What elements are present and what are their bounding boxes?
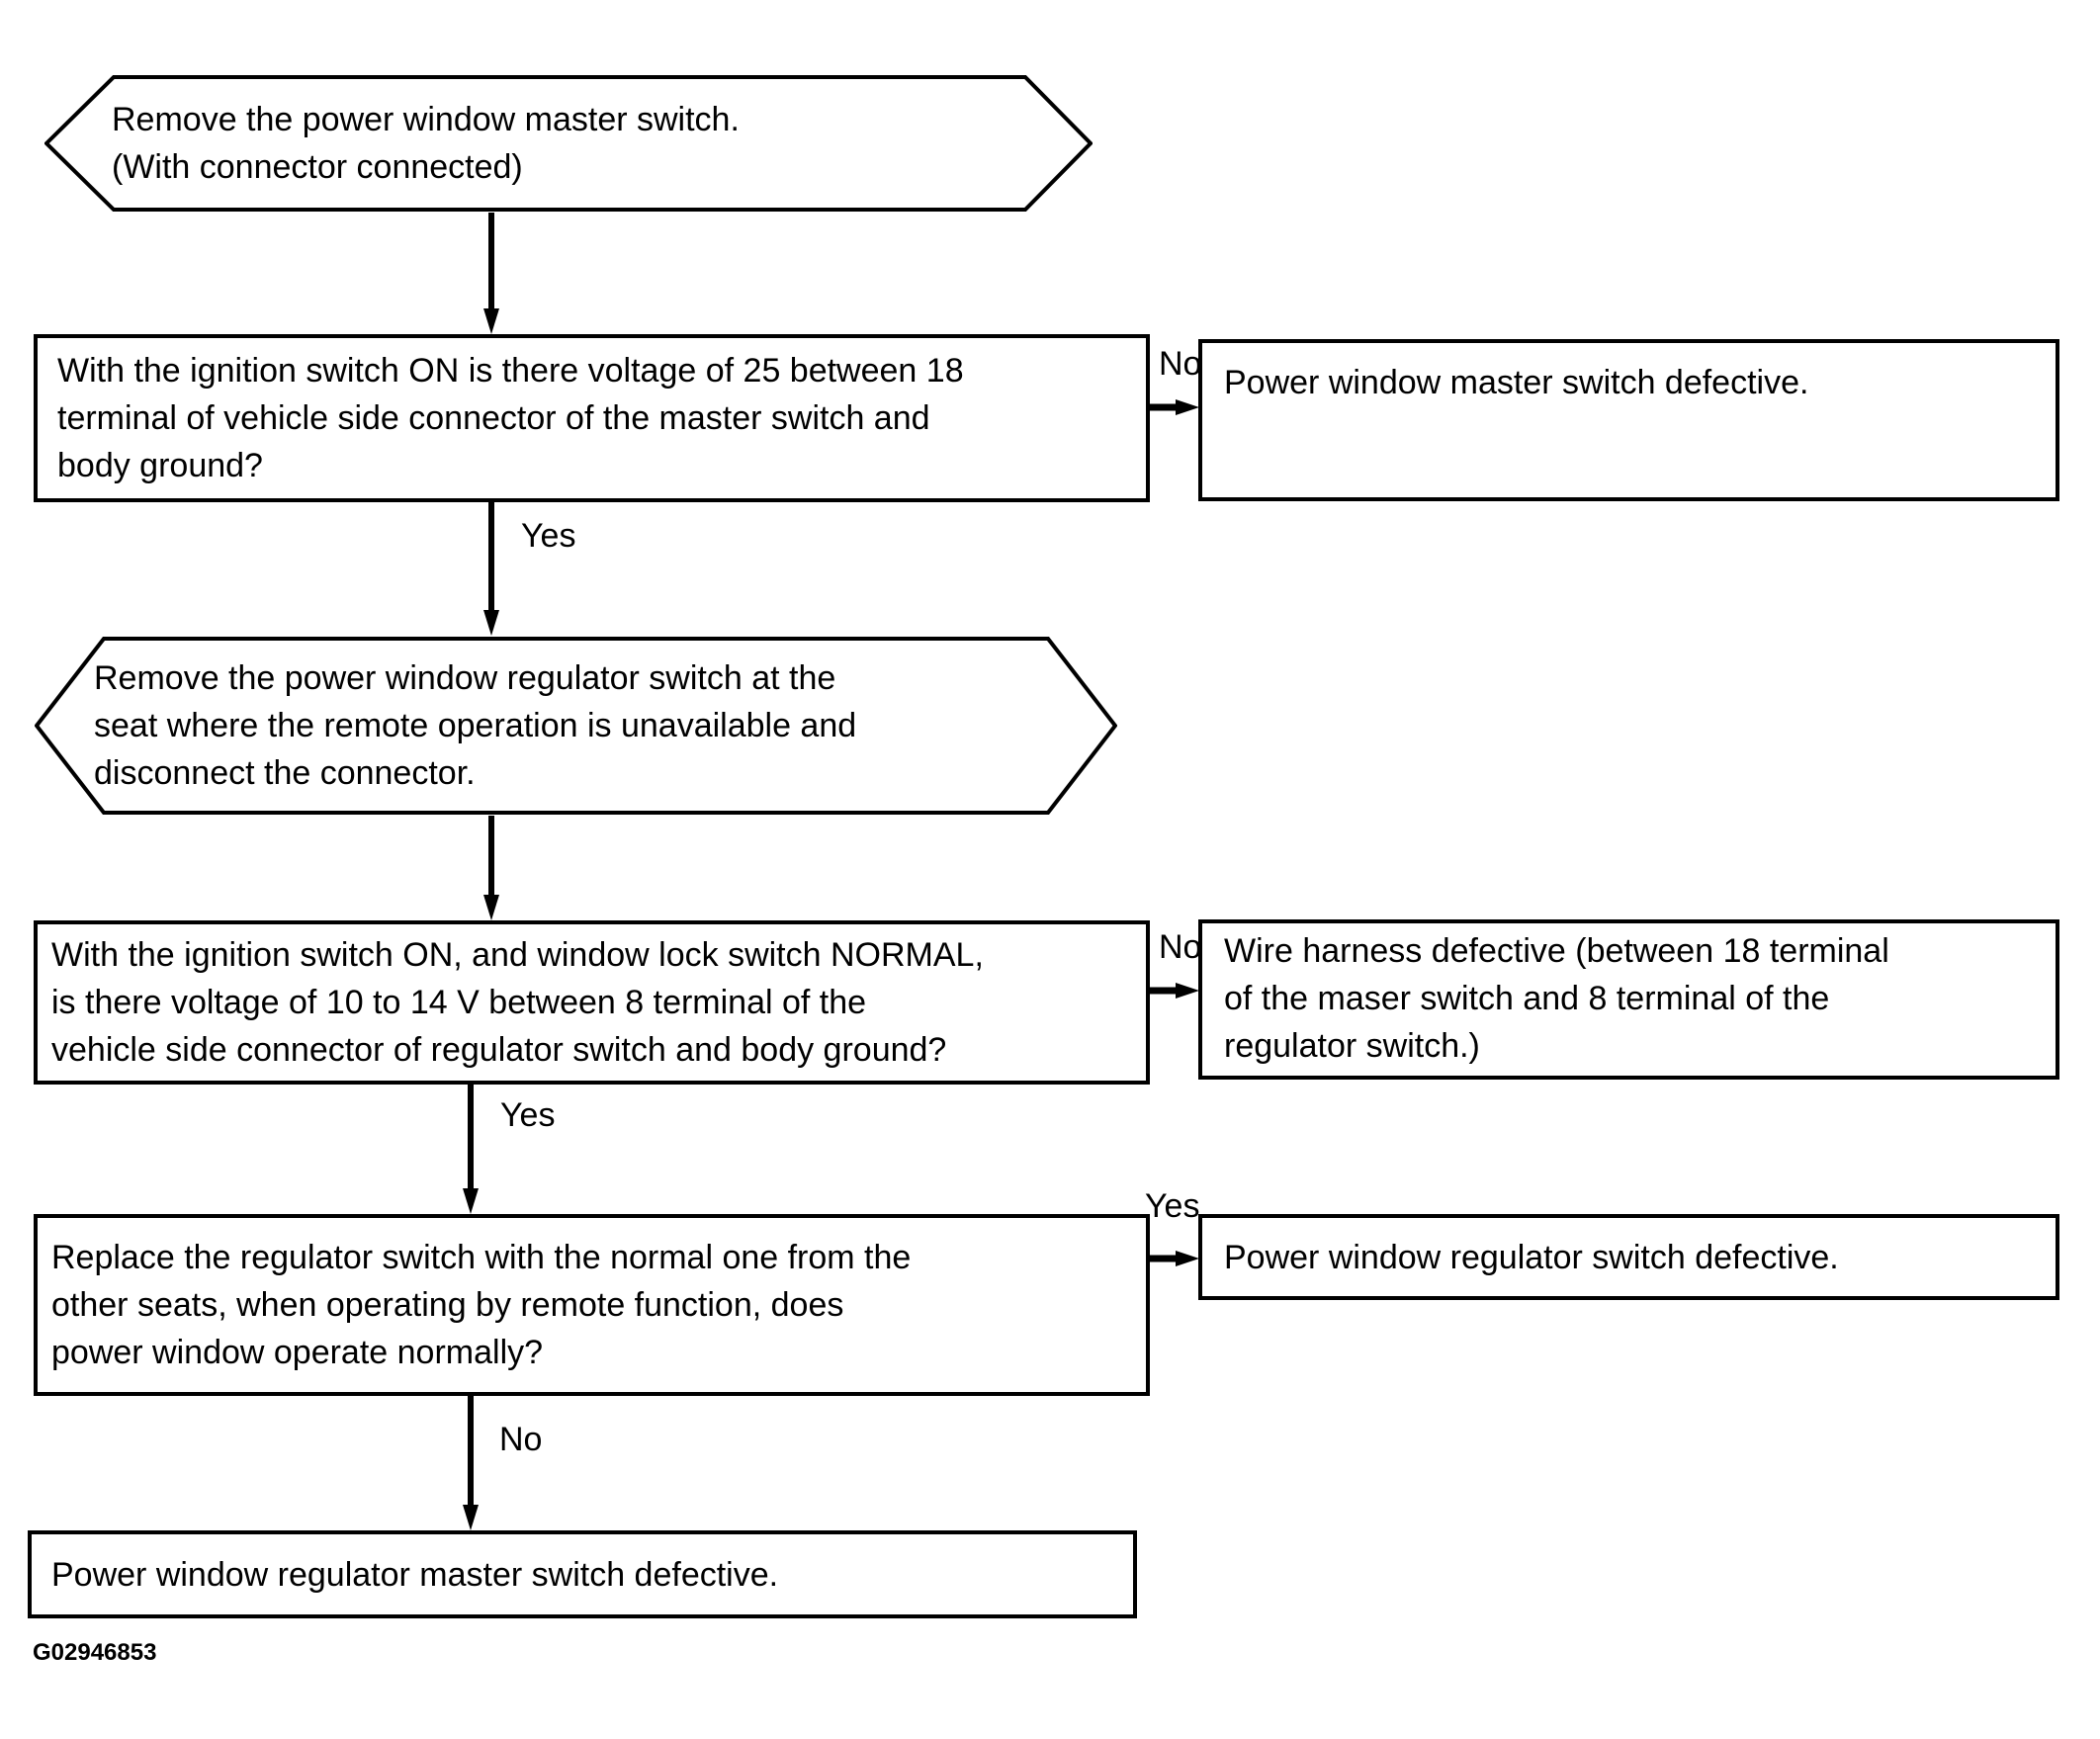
step-hexagon-line-2: seat where the remote operation is unava… xyxy=(94,707,857,744)
label-q1-yes: Yes xyxy=(521,517,576,555)
start-hexagon-line-1: Remove the power window master switch. xyxy=(112,101,740,138)
step-remove-regulator-hexagon: Remove the power window regulator switch… xyxy=(35,636,1117,816)
arrow-q2-yes-to-q3 xyxy=(463,1085,479,1214)
q1-line-2: terminal of vehicle side connector of th… xyxy=(57,399,930,437)
label-q1-no: No xyxy=(1159,345,1202,383)
arrow-q1-no-to-result xyxy=(1150,399,1199,415)
result-wire-harness-defective-box: Wire harness defective (between 18 termi… xyxy=(1198,919,2059,1080)
step-hexagon-line-1: Remove the power window regulator switch… xyxy=(94,659,836,697)
r2-line-3: regulator switch.) xyxy=(1224,1027,1480,1065)
q2-line-3: vehicle side connector of regulator swit… xyxy=(51,1031,947,1069)
q2-line-1: With the ignition switch ON, and window … xyxy=(51,936,984,974)
label-q2-no: No xyxy=(1159,928,1202,966)
result-regulator-switch-defective-box: Power window regulator switch defective. xyxy=(1198,1214,2059,1300)
result-master-switch-defective-box: Power window master switch defective. xyxy=(1198,339,2059,501)
step-hexagon-shape xyxy=(35,637,1117,815)
arrow-step-to-q2 xyxy=(483,816,499,920)
q3-line-2: other seats, when operating by remote fu… xyxy=(51,1286,844,1324)
start-hexagon-line-2: (With connector connected) xyxy=(112,148,523,186)
step-hexagon-line-3: disconnect the connector. xyxy=(94,754,476,792)
arrow-q2-no-to-result xyxy=(1150,983,1199,999)
label-q3-no: No xyxy=(499,1421,543,1458)
label-q3-yes: Yes xyxy=(1145,1187,1200,1225)
r2-line-1: Wire harness defective (between 18 termi… xyxy=(1224,932,1889,970)
q1-line-1: With the ignition switch ON is there vol… xyxy=(57,352,964,390)
start-hexagon-shape xyxy=(44,75,1093,212)
figure-id-label: G02946853 xyxy=(33,1639,157,1666)
r1-line-1: Power window master switch defective. xyxy=(1224,364,1809,401)
q2-line-2: is there voltage of 10 to 14 V between 8… xyxy=(51,984,867,1021)
q3-line-3: power window operate normally? xyxy=(51,1334,544,1371)
start-hexagon: Remove the power window master switch. (… xyxy=(44,74,1093,213)
question-replace-regulator-box: Replace the regulator switch with the no… xyxy=(34,1214,1150,1396)
arrow-q1-yes-to-step xyxy=(483,502,499,636)
question-regulator-voltage-box: With the ignition switch ON, and window … xyxy=(34,920,1150,1085)
result-regulator-master-defective-box: Power window regulator master switch def… xyxy=(28,1530,1137,1618)
q1-line-3: body ground? xyxy=(57,447,263,484)
r2-line-2: of the maser switch and 8 terminal of th… xyxy=(1224,980,1830,1017)
r3-line-1: Power window regulator switch defective. xyxy=(1224,1238,1839,1276)
label-q2-yes: Yes xyxy=(500,1096,556,1134)
arrow-q3-no-to-final xyxy=(463,1396,479,1530)
final-line-1: Power window regulator master switch def… xyxy=(51,1555,779,1594)
arrow-start-to-q1 xyxy=(483,213,499,334)
q3-line-1: Replace the regulator switch with the no… xyxy=(51,1239,912,1276)
question-ignition-voltage-box: With the ignition switch ON is there vol… xyxy=(34,334,1150,502)
arrow-q3-yes-to-result xyxy=(1150,1251,1199,1266)
